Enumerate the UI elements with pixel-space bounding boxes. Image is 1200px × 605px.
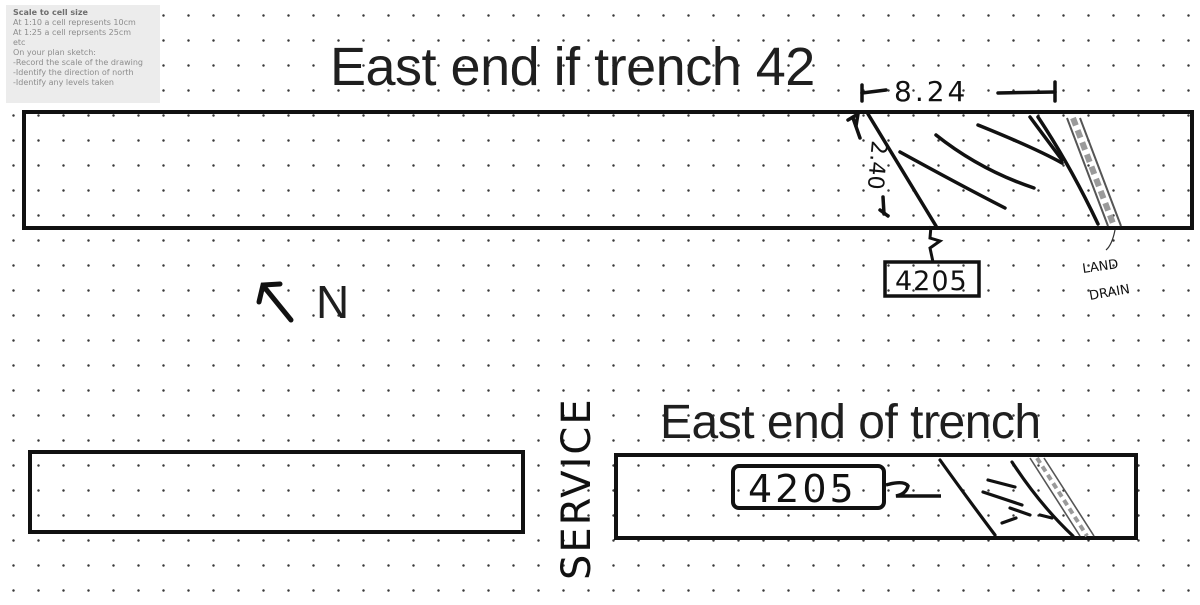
service-label: SERVICE — [554, 397, 600, 580]
scale-note: Scale to cell size At 1:10 a cell repres… — [6, 5, 160, 103]
width-dimension — [846, 110, 890, 218]
context-label-top: 4205 — [895, 266, 968, 297]
width-dimension-label: 2.40 — [862, 139, 891, 190]
scale-note-line: -Record the scale of the drawing — [13, 58, 144, 67]
scale-note-line: -Identify any levels taken — [13, 78, 114, 87]
scale-note-line: On your plan sketch: — [13, 48, 96, 57]
context-leader-bottom — [885, 481, 941, 498]
land-drain-top — [1066, 116, 1122, 228]
context-leader-top — [928, 225, 944, 263]
plan-title-top: East end if trench 42 — [330, 37, 815, 97]
scale-note-line: -Identify the direction of north — [13, 68, 134, 77]
trench-outline-top — [22, 110, 1194, 230]
trench-outline-bottom-left — [28, 450, 525, 534]
scale-note-line: At 1:10 a cell represents 10cm — [13, 18, 136, 27]
scale-note-line: etc — [13, 38, 26, 47]
feature-hatching-bottom — [938, 458, 1075, 538]
north-arrow-icon — [256, 281, 294, 323]
north-label: N — [316, 276, 350, 328]
length-dimension-label: 8.24 — [894, 75, 968, 108]
land-drain-label-line2: DRAIN — [1088, 282, 1131, 304]
length-dimension — [860, 80, 1057, 103]
scale-note-line: At 1:25 a cell reprsents 25cm — [13, 28, 132, 37]
feature-hatching-top — [866, 112, 1100, 228]
scale-note-title: Scale to cell size — [13, 8, 88, 17]
context-box-top — [883, 260, 981, 298]
land-drain-label-line1: LAND — [1081, 257, 1119, 277]
land-drain-bottom — [1029, 456, 1095, 538]
context-box-bottom — [731, 464, 886, 510]
context-label-bottom: 4205 — [748, 467, 857, 511]
land-drain-leader — [1105, 229, 1116, 251]
plan-title-bottom: East end of trench — [660, 396, 1041, 449]
trench-outline-bottom-right — [614, 453, 1138, 540]
